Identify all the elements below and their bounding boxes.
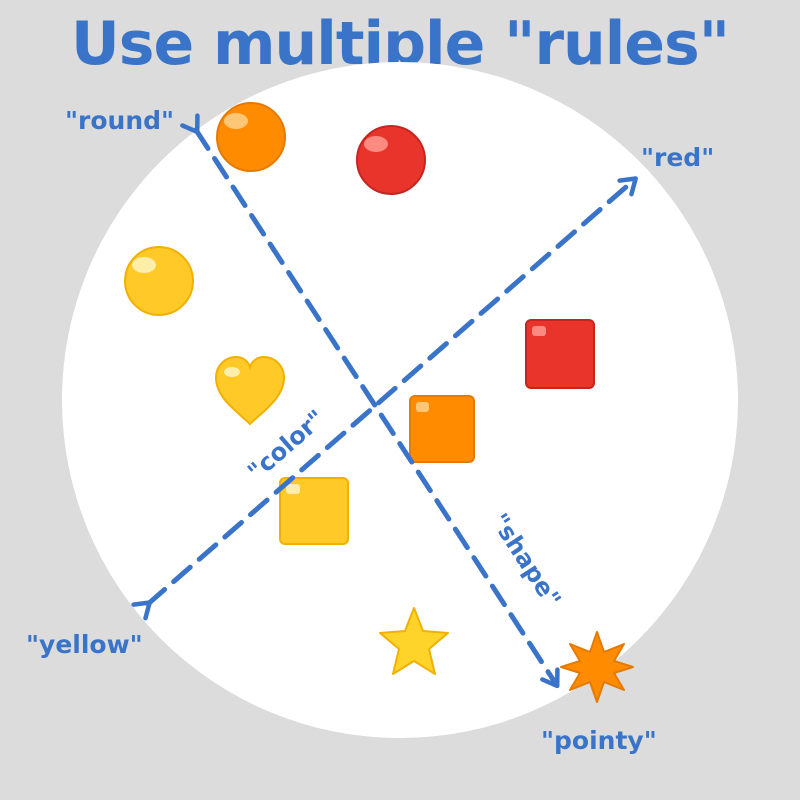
yellow-circle: [124, 246, 194, 316]
orange-burst: [560, 631, 634, 703]
label-red: "red": [641, 143, 715, 172]
yellow-square: [279, 477, 349, 545]
label-pointy: "pointy": [541, 726, 657, 755]
shape-axis-arrow: [180, 113, 560, 689]
red-square: [525, 319, 595, 389]
orange-circle: [216, 102, 286, 172]
label-round: "round": [65, 106, 175, 135]
red-circle: [356, 125, 426, 195]
orange-square: [409, 395, 475, 463]
label-yellow: "yellow": [26, 630, 143, 659]
